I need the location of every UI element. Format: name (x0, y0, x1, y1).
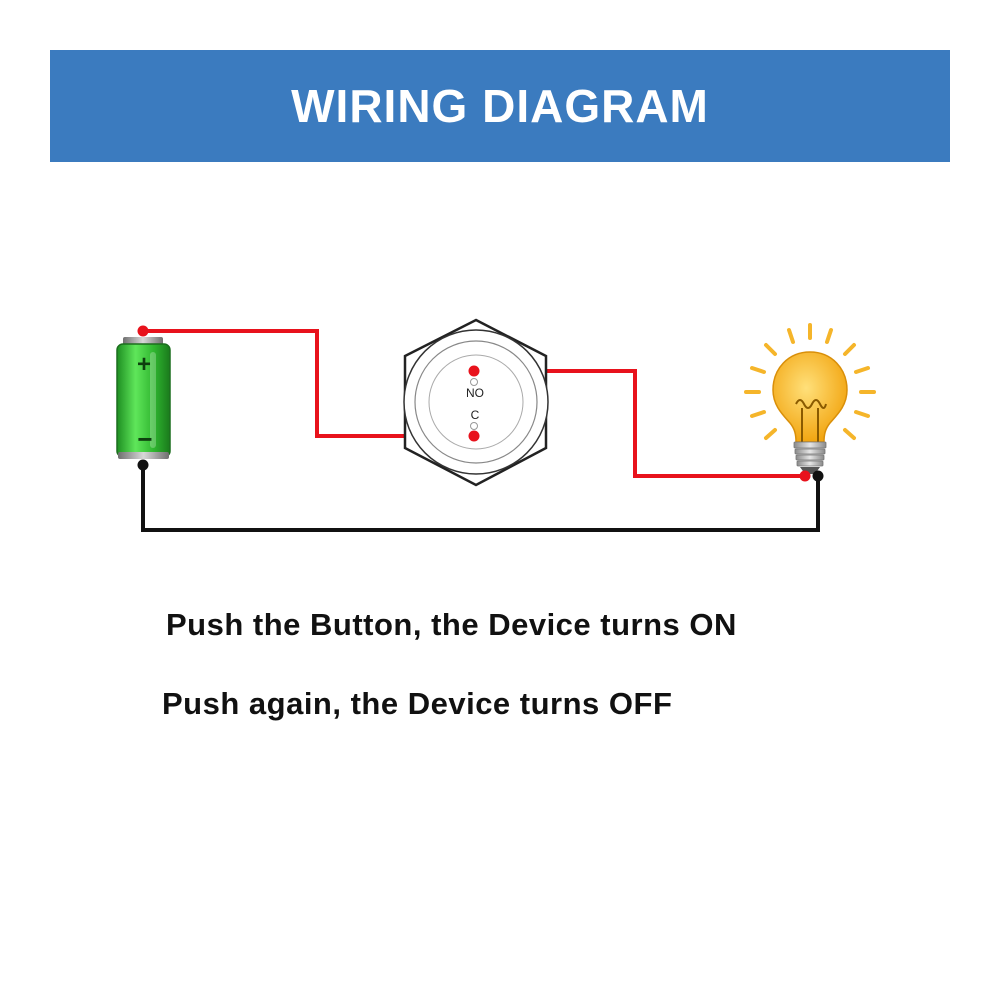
battery-minus-sign: − (137, 424, 152, 454)
positive-wire (143, 329, 805, 478)
battery-plus-sign: + (137, 351, 151, 378)
push-button-switch-icon: NO C (403, 318, 549, 487)
battery-negative-terminal-dot (137, 459, 149, 471)
battery-positive-terminal-dot (137, 325, 149, 337)
terminal-no-label: NO (466, 386, 484, 400)
instruction-off-text: Push again, the Device turns OFF (162, 686, 673, 721)
battery-icon: + − (116, 337, 171, 459)
switch-no-terminal-dot (468, 365, 480, 377)
bulb-positive-terminal-dot (799, 470, 811, 482)
instruction-on-text: Push the Button, the Device turns ON (166, 607, 737, 642)
switch-c-terminal-dot (468, 430, 480, 442)
terminal-c-label: C (471, 408, 480, 422)
light-bulb-icon (744, 323, 876, 474)
light-rays (744, 323, 876, 440)
page-title: WIRING DIAGRAM (291, 80, 709, 132)
header-banner: WIRING DIAGRAM (50, 50, 950, 162)
connection-points (137, 325, 824, 482)
bulb-negative-terminal-dot (812, 470, 824, 482)
negative-wire (141, 465, 820, 532)
